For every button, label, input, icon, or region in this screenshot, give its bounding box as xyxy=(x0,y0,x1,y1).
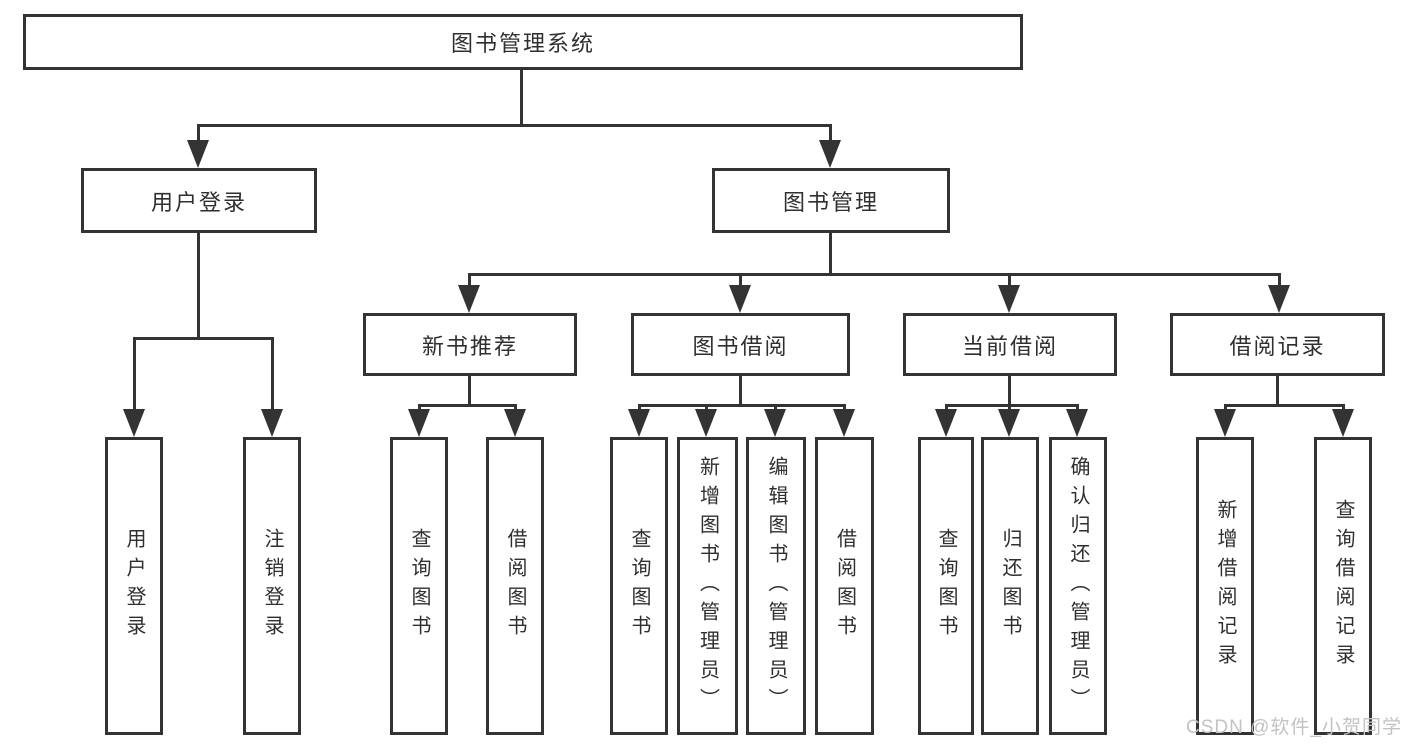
leaf-confirm-return-admin-label: 确认归还（管理员） xyxy=(1067,455,1089,717)
connector-new-book-recommend-rail xyxy=(418,404,517,407)
arrowhead-down-user-login xyxy=(187,140,209,168)
leaf-add-book-admin-label: 新增图书（管理员） xyxy=(696,455,719,717)
connector-book-borrowing-drop xyxy=(739,376,742,407)
connector-borrowing-records-rail xyxy=(1224,404,1344,407)
connector-stem-book-management xyxy=(829,124,832,146)
leaf-query-borrow-record: 查询借阅记录 xyxy=(1314,437,1372,735)
leaf-user-login-label: 用户登录 xyxy=(123,528,145,644)
node-book-management: 图书管理 xyxy=(712,168,950,233)
node-new-book-recommend: 新书推荐 xyxy=(363,313,577,376)
leaf-query-books-current: 查询图书 xyxy=(918,437,974,735)
arrowhead-down-borrow-books-recommend xyxy=(504,409,526,437)
connector-current-borrowing-drop xyxy=(1008,376,1011,407)
leaf-query-books-recommend: 查询图书 xyxy=(390,437,448,735)
connector-stem-borrowing-records xyxy=(1278,273,1281,289)
leaf-add-borrow-record-label: 新增借阅记录 xyxy=(1214,499,1236,673)
arrowhead-down-leaf-logout xyxy=(261,409,283,437)
arrowhead-down-borrowing-records xyxy=(1268,285,1290,313)
connector-borrowing-records-drop xyxy=(1276,376,1279,407)
leaf-logout: 注销登录 xyxy=(243,437,301,735)
node-book-management-label: 图书管理 xyxy=(782,189,879,215)
leaf-return-books-label: 归还图书 xyxy=(999,528,1021,644)
arrowhead-down-return-books xyxy=(998,409,1020,437)
watermark: CSDN @软件_小贺同学 xyxy=(1186,717,1402,738)
leaf-return-books: 归还图书 xyxy=(981,437,1039,735)
node-user-login: 用户登录 xyxy=(81,168,317,233)
arrowhead-down-query-books-recommend xyxy=(408,409,430,437)
arrowhead-down-query-books-borrowing xyxy=(628,409,650,437)
node-book-borrowing: 图书借阅 xyxy=(631,313,850,376)
connector-stem-leaf-user-login xyxy=(133,337,136,415)
arrowhead-down-query-borrow-record xyxy=(1332,409,1354,437)
leaf-borrow-books-borrowing-label: 借阅图书 xyxy=(833,528,856,644)
leaf-query-books-borrowing: 查询图书 xyxy=(610,437,668,735)
arrowhead-down-add-book-admin xyxy=(695,409,717,437)
connector-stem-user-login xyxy=(197,124,200,146)
node-current-borrowing: 当前借阅 xyxy=(903,313,1117,376)
connector-level1-rail xyxy=(197,124,832,127)
connector-user-login-rail xyxy=(133,337,274,340)
node-borrowing-records-label: 借阅记录 xyxy=(1229,333,1326,359)
arrowhead-down-book-management xyxy=(819,140,841,168)
connector-user-login-drop xyxy=(197,233,200,340)
leaf-add-book-admin: 新增图书（管理员） xyxy=(677,437,738,735)
arrowhead-down-confirm-return-admin xyxy=(1066,409,1088,437)
node-book-borrowing-label: 图书借阅 xyxy=(692,333,789,359)
leaf-borrow-books-recommend: 借阅图书 xyxy=(486,437,544,735)
arrowhead-down-current-borrowing xyxy=(998,285,1020,313)
leaf-edit-book-admin: 编辑图书（管理员） xyxy=(746,437,806,735)
leaf-user-login: 用户登录 xyxy=(105,437,163,735)
node-user-login-label: 用户登录 xyxy=(150,189,247,215)
leaf-edit-book-admin-label: 编辑图书（管理员） xyxy=(765,455,787,717)
node-root: 图书管理系统 xyxy=(23,14,1023,70)
leaf-borrow-books-borrowing: 借阅图书 xyxy=(815,437,874,735)
leaf-add-borrow-record: 新增借阅记录 xyxy=(1196,437,1254,735)
node-new-book-recommend-label: 新书推荐 xyxy=(421,333,518,359)
connector-book-borrowing-rail xyxy=(638,404,846,407)
leaf-query-books-recommend-label: 查询图书 xyxy=(408,528,430,644)
connector-current-borrowing-rail xyxy=(945,404,1079,407)
connector-stem-current-borrowing xyxy=(1008,273,1011,289)
connector-stem-new-book-recommend xyxy=(468,273,471,289)
node-current-borrowing-label: 当前借阅 xyxy=(961,333,1058,359)
arrowhead-down-book-borrowing xyxy=(729,285,751,313)
arrowhead-down-leaf-user-login xyxy=(123,409,145,437)
connector-book-management-drop xyxy=(829,233,832,276)
leaf-query-borrow-record-label: 查询借阅记录 xyxy=(1332,499,1354,673)
arrowhead-down-add-borrow-record xyxy=(1214,409,1236,437)
arrowhead-down-query-books-current xyxy=(935,409,957,437)
connector-root-drop xyxy=(520,70,523,127)
leaf-query-books-borrowing-label: 查询图书 xyxy=(628,528,650,644)
connector-level2-rail xyxy=(468,273,1281,276)
node-borrowing-records: 借阅记录 xyxy=(1170,313,1385,376)
arrowhead-down-edit-book-admin xyxy=(764,409,786,437)
connector-stem-book-borrowing xyxy=(739,273,742,289)
node-root-label: 图书管理系统 xyxy=(450,31,595,56)
leaf-confirm-return-admin: 确认归还（管理员） xyxy=(1049,437,1107,735)
leaf-borrow-books-recommend-label: 借阅图书 xyxy=(504,528,526,644)
arrowhead-down-new-book-recommend xyxy=(458,285,480,313)
arrowhead-down-borrow-books-borrowing xyxy=(833,409,855,437)
leaf-query-books-current-label: 查询图书 xyxy=(935,528,957,644)
connector-stem-leaf-logout xyxy=(271,337,274,415)
connector-new-book-recommend-drop xyxy=(468,376,471,407)
leaf-logout-label: 注销登录 xyxy=(261,528,283,644)
